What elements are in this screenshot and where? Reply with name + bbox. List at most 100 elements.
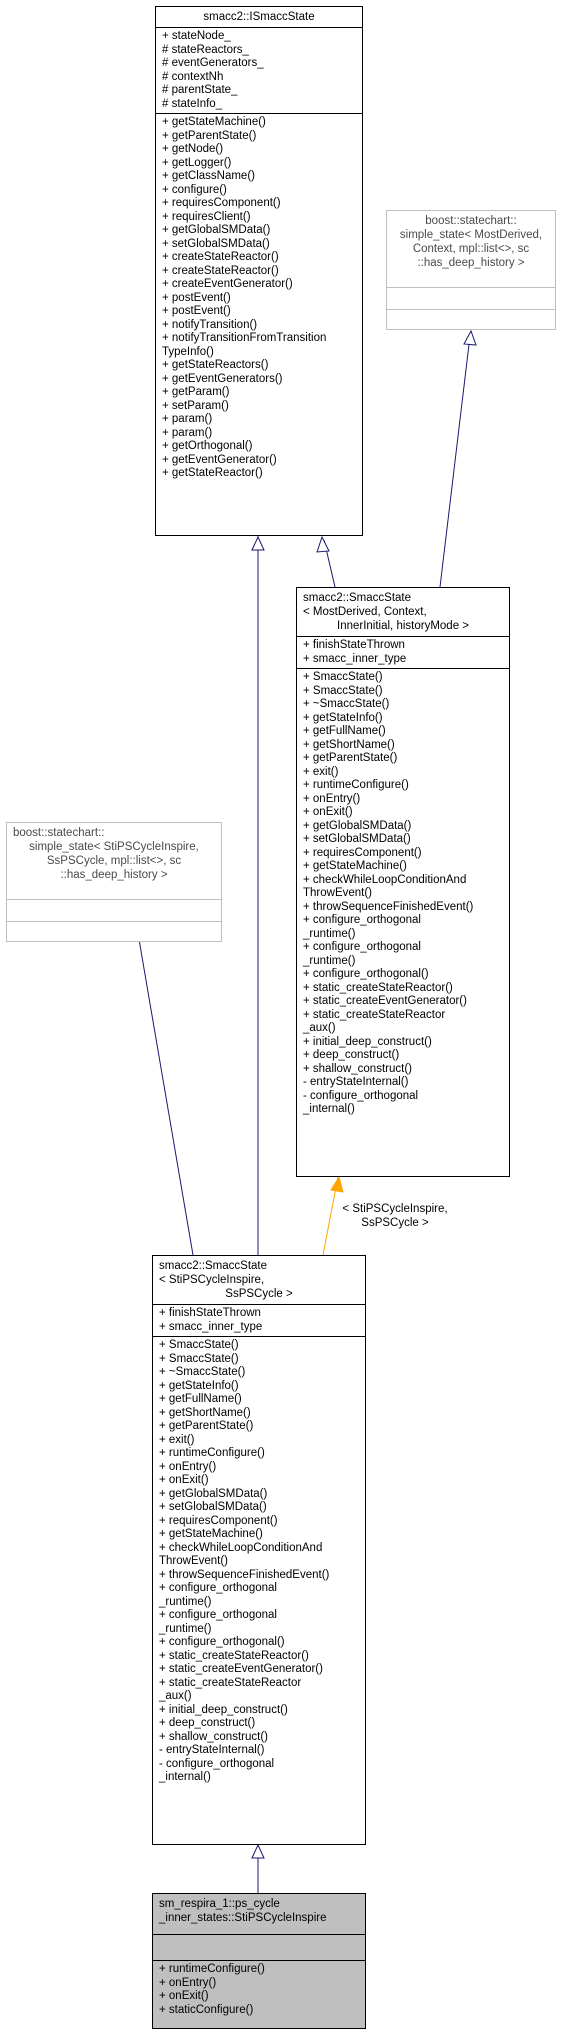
member-line: + requiresClient() <box>162 210 251 223</box>
class-title: smacc2::ISmaccState <box>156 7 362 27</box>
member-line: + configure_orthogonal <box>159 1582 277 1594</box>
member-line: + SmaccState() <box>303 671 383 683</box>
member-line: _internal() <box>303 1103 355 1115</box>
title-line: smacc2::SmaccState <box>303 592 412 604</box>
member-line: + setGlobalSMData() <box>162 237 270 250</box>
methods-section: + SmaccState()+ SmaccState()+ ~SmaccStat… <box>297 668 509 1119</box>
title-line: SsPSCycle > <box>225 1288 293 1300</box>
member-line: # eventGenerators_ <box>162 57 264 69</box>
edge-boost-top-to-smacc-template <box>439 335 471 588</box>
member-line: + finishStateThrown <box>303 639 405 651</box>
member-line: - configure_orthogonal <box>159 1757 275 1770</box>
member-line: + getGlobalSMData() <box>162 224 271 236</box>
class-boost-simple-state-top[interactable]: boost::statechart:: simple_state< MostDe… <box>386 210 556 330</box>
member-line: - entryStateInternal() <box>303 1076 409 1088</box>
member-line: + getFullName() <box>159 1393 242 1405</box>
member-line: + configure_orthogonal() <box>303 968 429 980</box>
member-line: + SmaccState() <box>303 684 383 697</box>
title-line: _inner_states::StiPSCycleInspire <box>159 1912 327 1924</box>
member-line: + setParam() <box>162 399 229 412</box>
member-line: TypeInfo() <box>162 345 214 358</box>
title-line: InnerInitial, historyMode > <box>337 620 469 632</box>
member-line: + stateNode_ <box>162 30 231 42</box>
member-line: + static_createStateReactor() <box>303 981 453 994</box>
title-line: simple_state< MostDerived, <box>399 229 543 241</box>
methods-section: + getStateMachine()+ getParentState()+ g… <box>156 113 362 483</box>
class-ismaccstate[interactable]: smacc2::ISmaccState + stateNode_# stateR… <box>155 6 363 536</box>
member-line: + configure_orthogonal <box>303 941 421 953</box>
member-line: + getEventGenerators() <box>162 372 283 385</box>
member-line: _runtime() <box>303 954 356 967</box>
member-line: # stateInfo_ <box>162 97 223 110</box>
member-line: # stateReactors_ <box>162 43 249 56</box>
member-line: + runtimeConfigure() <box>303 779 409 791</box>
member-line: - entryStateInternal() <box>159 1744 265 1756</box>
class-sti-ps-cycle-inspire[interactable]: sm_respira_1::ps_cycle _inner_states::St… <box>152 1893 366 2029</box>
member-line: + requiresComponent() <box>159 1514 278 1527</box>
class-title: sm_respira_1::ps_cycle _inner_states::St… <box>153 1894 365 1934</box>
member-line: + getParentState() <box>303 752 398 764</box>
class-smaccstate-template[interactable]: smacc2::SmaccState < MostDerived, Contex… <box>296 587 510 1177</box>
member-line: + runtimeConfigure() <box>159 1963 265 1975</box>
member-line: + notifyTransition() <box>162 318 258 331</box>
member-line: + configure_orthogonal() <box>159 1636 285 1648</box>
member-line: + param() <box>162 413 213 425</box>
member-line: + SmaccState() <box>159 1352 239 1365</box>
member-line: + configure() <box>162 183 227 196</box>
member-line: + getClassName() <box>162 170 255 182</box>
member-line: + static_createStateReactor() <box>159 1649 309 1662</box>
member-line: + requiresComponent() <box>162 197 281 209</box>
member-line: + notifyTransitionFromTransition <box>162 332 327 344</box>
class-title: boost::statechart:: simple_state< MostDe… <box>387 211 555 287</box>
template-edge-label-line: SsPSCycle > <box>361 1217 429 1229</box>
member-line: + staticConfigure() <box>159 2003 254 2016</box>
title-line: ::has_deep_history > <box>417 257 525 269</box>
attributes-section <box>387 287 555 309</box>
arrowhead-boost-top <box>463 329 477 346</box>
member-line: + createStateReactor() <box>162 264 279 277</box>
member-line: + smacc_inner_type <box>159 1320 263 1333</box>
member-line: _runtime() <box>159 1622 212 1635</box>
member-line: + deep_construct() <box>303 1049 400 1061</box>
member-line: + onExit() <box>159 1474 209 1486</box>
title-line: < StiPSCycleInspire, <box>159 1274 265 1286</box>
member-line: _runtime() <box>303 927 356 940</box>
methods-section <box>387 309 555 329</box>
member-line: + postEvent() <box>162 305 231 317</box>
member-line: + exit() <box>159 1433 195 1446</box>
member-line: + getShortName() <box>303 738 395 751</box>
member-line: + static_createEventGenerator() <box>159 1663 323 1675</box>
member-line: + getGlobalSMData() <box>303 819 412 832</box>
arrowhead-bound <box>251 1843 265 1859</box>
member-line: + onEntry() <box>159 1976 217 1989</box>
member-line: + checkWhileLoopConditionAnd <box>159 1541 323 1554</box>
member-line: + onEntry() <box>159 1460 217 1473</box>
member-line: + static_createEventGenerator() <box>303 995 467 1007</box>
class-title: boost::statechart:: simple_state< StiPSC… <box>7 823 221 899</box>
member-line: + getFullName() <box>303 725 386 737</box>
title-line: sm_respira_1::ps_cycle <box>159 1898 280 1910</box>
member-line: + setGlobalSMData() <box>159 1501 267 1513</box>
member-line: + onExit() <box>303 806 353 818</box>
member-line: + static_createStateReactor <box>303 1008 446 1021</box>
member-line: + shallow_construct() <box>159 1730 268 1743</box>
methods-section: + runtimeConfigure()+ onEntry()+ onExit(… <box>153 1960 365 2019</box>
class-boost-simple-state-left[interactable]: boost::statechart:: simple_state< StiPSC… <box>6 822 222 942</box>
member-line: + onEntry() <box>303 792 361 805</box>
class-smaccstate-bound[interactable]: smacc2::SmaccState < StiPSCycleInspire, … <box>152 1255 366 1845</box>
title-line: ::has_deep_history > <box>60 869 168 881</box>
member-line: + setGlobalSMData() <box>303 833 411 845</box>
member-line: + initial_deep_construct() <box>159 1703 288 1716</box>
member-line: # contextNh <box>162 70 224 83</box>
member-line: + getStateMachine() <box>303 860 407 872</box>
member-line: + exit() <box>303 765 339 778</box>
member-line: ThrowEvent() <box>159 1555 229 1567</box>
member-line: + SmaccState() <box>159 1339 239 1351</box>
template-edge-label-line: < StiPSCycleInspire, <box>342 1203 448 1215</box>
member-line: _runtime() <box>159 1595 212 1608</box>
member-line: + param() <box>162 426 213 439</box>
member-line: + deep_construct() <box>159 1717 256 1729</box>
member-line: + getStateMachine() <box>159 1528 263 1540</box>
member-line: + onExit() <box>159 1990 209 2002</box>
member-line: + getOrthogonal() <box>162 440 253 452</box>
